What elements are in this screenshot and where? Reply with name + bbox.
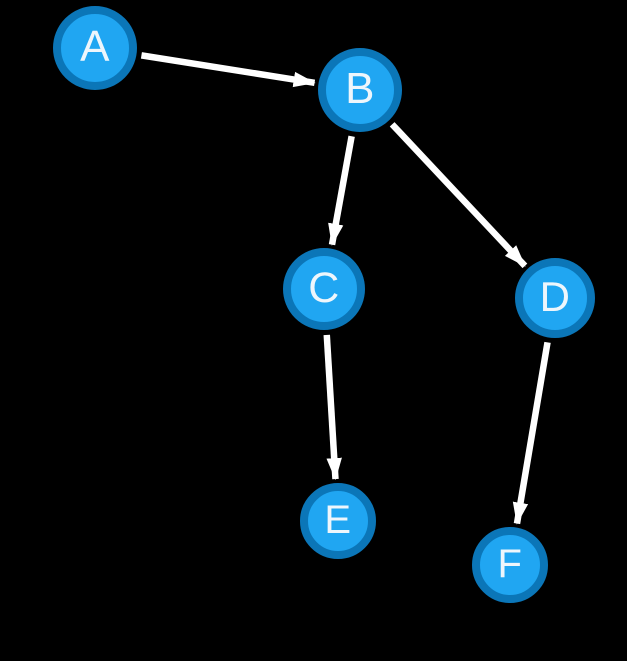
node-A[interactable]: A	[53, 6, 137, 90]
node-label: A	[80, 22, 110, 71]
node-label: B	[345, 64, 375, 113]
node-label: C	[308, 263, 340, 312]
node-C[interactable]: C	[283, 248, 365, 330]
node-B[interactable]: B	[318, 48, 402, 132]
node-E[interactable]: E	[300, 483, 376, 559]
edge-C-E	[323, 334, 342, 481]
node-D[interactable]: D	[515, 258, 595, 338]
node-label: D	[539, 273, 571, 320]
edge-A-B	[140, 52, 316, 88]
node-label: E	[324, 498, 352, 542]
node-label: F	[497, 542, 523, 586]
edge-B-D	[389, 122, 528, 269]
edge-D-F	[512, 341, 551, 525]
edge-B-C	[328, 135, 355, 246]
node-F[interactable]: F	[472, 527, 548, 603]
